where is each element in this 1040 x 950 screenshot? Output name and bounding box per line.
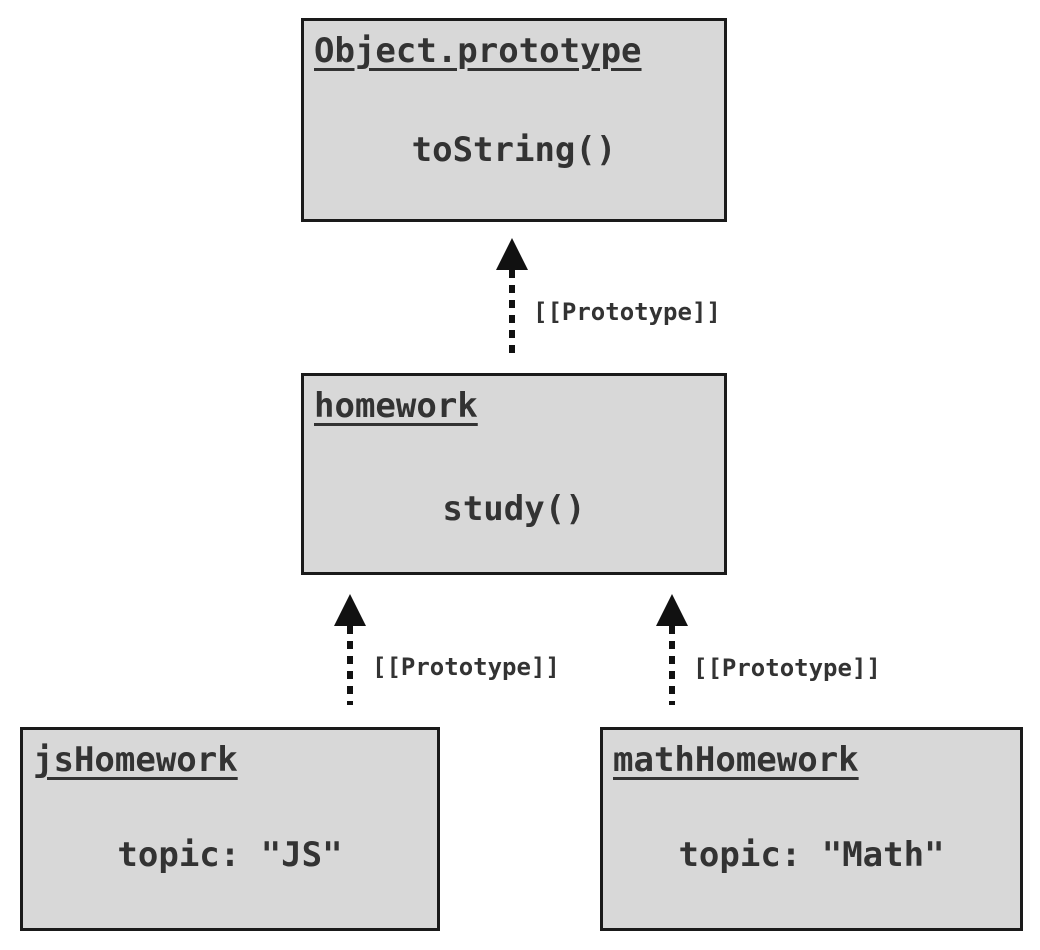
arrow-dashed-line [347,626,353,705]
node-homework-member: study() [442,489,586,530]
node-homework-title: homework [314,386,478,426]
node-js-homework: jsHomework topic: "JS" [20,727,440,931]
arrow-up-icon [496,238,528,270]
node-object-prototype-member: toString() [411,129,617,170]
node-js-homework-member: topic: "JS" [117,834,343,875]
arrow-dashed-line [509,270,515,353]
edge-label-prototype: [[Prototype]] [533,298,721,326]
edge-label-prototype: [[Prototype]] [693,654,881,682]
node-math-homework-title: mathHomework [613,740,859,780]
arrow-dashed-line [669,626,675,705]
node-object-prototype: Object.prototype toString() [301,18,727,222]
node-js-homework-title: jsHomework [33,740,238,780]
node-homework: homework study() [301,373,727,575]
arrow-up-icon [656,594,688,626]
edge-label-prototype: [[Prototype]] [372,653,560,681]
arrow-up-icon [334,594,366,626]
node-math-homework: mathHomework topic: "Math" [600,727,1023,931]
node-object-prototype-title: Object.prototype [314,31,642,71]
node-math-homework-member: topic: "Math" [678,834,945,875]
